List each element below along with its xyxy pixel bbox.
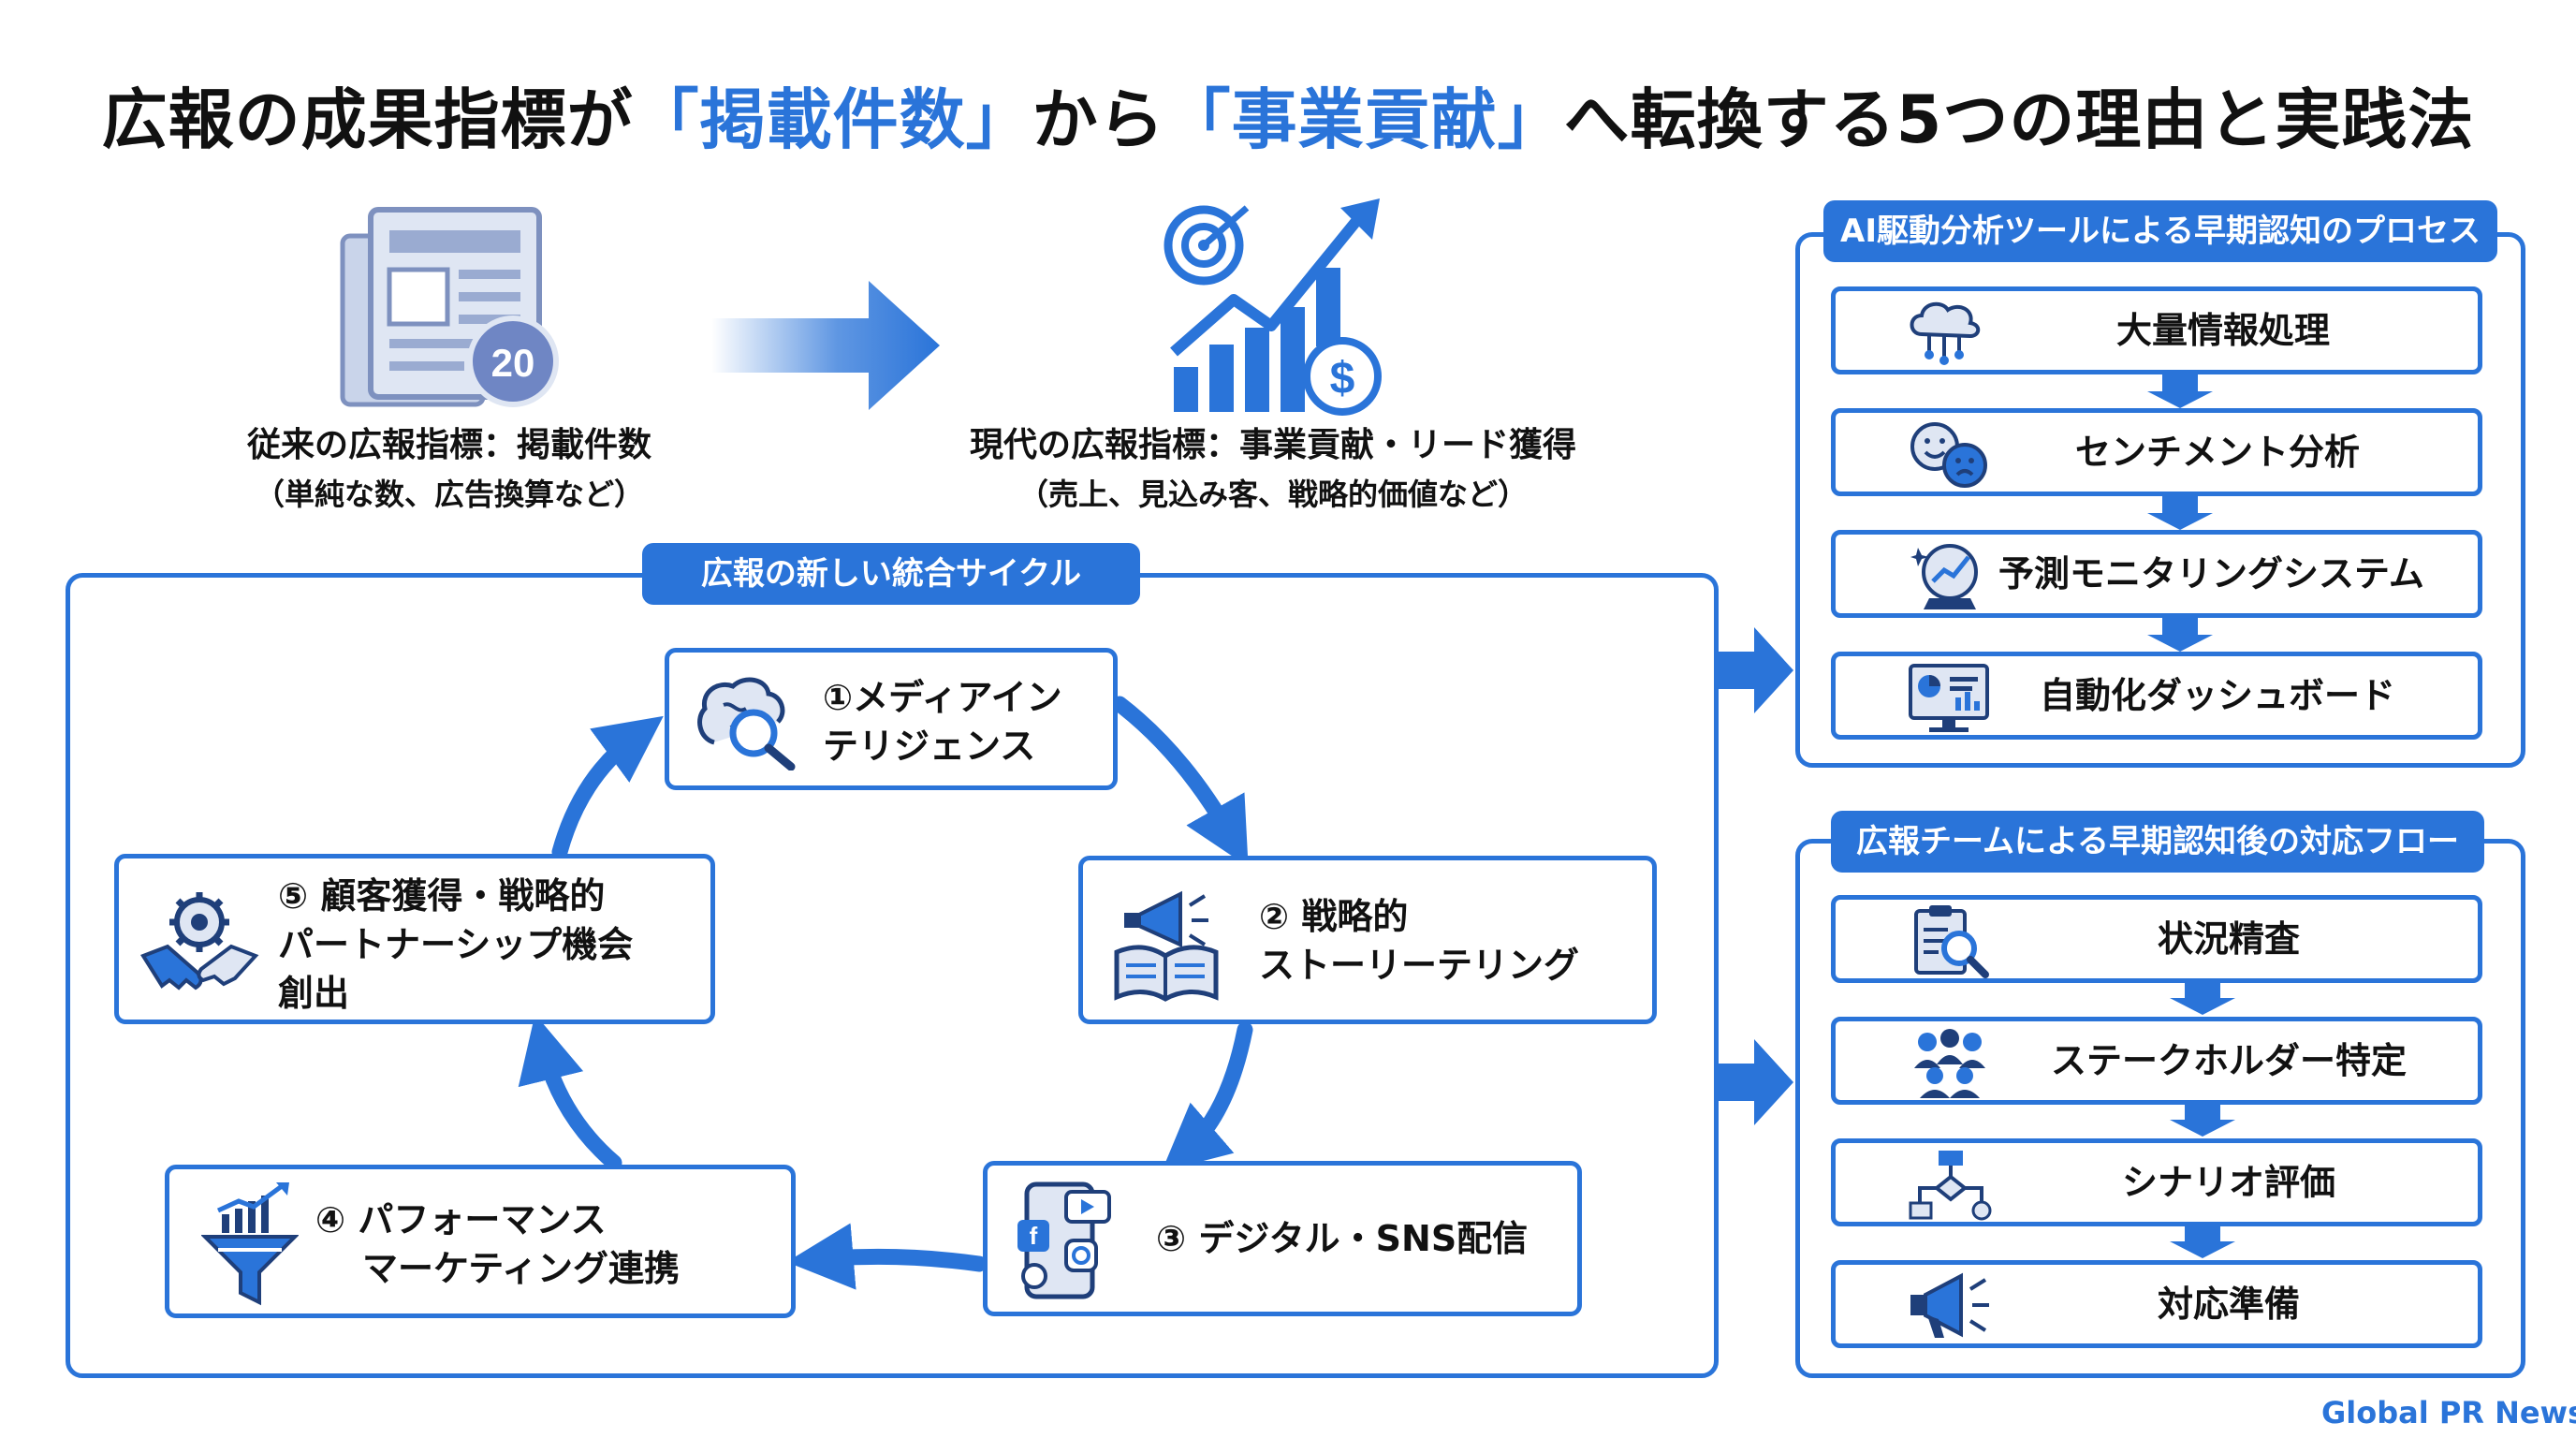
cycle-step-1: ①メディアイン テリジェンス (665, 648, 1118, 790)
cycle-step-4-label: ④ パフォーマンス マーケティング連携 (315, 1196, 680, 1293)
response-flow-item-2-label: ステークホルダー特定 (2051, 1040, 2408, 1081)
ai-process-item-1: 大量情報処理 (1831, 286, 2482, 374)
cycle-step-2-label: ② 戦略的 ストーリーテリング (1259, 892, 1579, 990)
cycle-step-4: ④ パフォーマンス マーケティング連携 (165, 1165, 796, 1318)
newspaper-badge-count: 20 (491, 341, 535, 385)
cycle-step-5-line-2: パートナーシップ機会 (278, 924, 634, 965)
ai-process-item-1-label: 大量情報処理 (2116, 310, 2331, 351)
ai-process-label: AI駆動分析ツールによる早期認知のプロセス (1823, 200, 2497, 262)
cycle-step-2: ② 戦略的 ストーリーテリング (1078, 856, 1657, 1024)
cycle-step-3: f ③ デジタル・SNS配信 (983, 1161, 1582, 1316)
response-flow-item-1: 状況精査 (1831, 895, 2482, 983)
ai-process-item-4-label: 自動化ダッシュボード (2040, 675, 2396, 716)
monitor-dashboard-icon (1909, 664, 1989, 732)
connector-arrow-ai-process (1717, 627, 1793, 713)
ai-process-item-2: センチメント分析 (1831, 408, 2482, 496)
title-part-1: 広報の成果指標が (101, 81, 634, 158)
traditional-metric-caption: 従来の広報指標：掲載件数 （単純な数、広告換算など） (168, 421, 730, 519)
handshake-gear-icon (140, 892, 259, 990)
connector-arrow-response-flow (1717, 1039, 1793, 1125)
cycle-step-5-line-3: 創出 (278, 973, 350, 1014)
cycle-step-1-line-1: ①メディアイン (823, 677, 1062, 718)
growth-chart-target-dollar-icon: $ (1164, 198, 1382, 416)
footer-brand: Global PR News (2321, 1395, 2576, 1431)
clipboard-magnifier-icon (1914, 905, 1989, 978)
funnel-chart-icon (201, 1182, 299, 1306)
cloud-network-icon (1910, 301, 1981, 365)
newspaper-icon: 20 (340, 207, 559, 407)
page-title: 広報の成果指標が「掲載件数」から「事業貢献」へ転換する5つの理由と実践法 (0, 67, 2576, 162)
ai-process-item-4: 自動化ダッシュボード (1831, 652, 2482, 740)
cycle-step-5-label: ⑤ 顧客獲得・戦略的 パートナーシップ機会 創出 (278, 872, 633, 1018)
megaphone-icon (1910, 1272, 1989, 1338)
title-highlight-1: 「掲載件数」 (633, 81, 1032, 158)
title-part-2: から (1032, 81, 1165, 158)
traditional-metric-title: 従来の広報指標：掲載件数 (246, 426, 651, 464)
ai-process-item-3: 予測モニタリングシステム (1831, 530, 2482, 618)
emoji-faces-icon (1910, 422, 1987, 488)
smartphone-social-icon: f (1017, 1181, 1111, 1299)
cycle-step-1-line-2: テリジェンス (823, 726, 1036, 767)
cycle-step-5-line-1: ⑤ 顧客獲得・戦略的 (278, 875, 606, 917)
cycle-step-1-label: ①メディアイン テリジェンス (823, 673, 1062, 770)
cycle-step-2-line-1: ② 戦略的 (1259, 896, 1409, 937)
cycle-step-2-line-2: ストーリーテリング (1259, 945, 1580, 986)
cycle-step-4-line-2: マーケティング連携 (362, 1248, 680, 1289)
transition-arrow (711, 281, 940, 410)
title-part-3: へ転換する5つの理由と実践法 (1563, 81, 2475, 158)
response-flow-item-2: ステークホルダー特定 (1831, 1017, 2482, 1105)
megaphone-book-icon (1114, 890, 1219, 1002)
brain-magnifier-icon (697, 677, 796, 770)
ai-process-item-3-label: 予測モニタリングシステム (1998, 553, 2424, 594)
svg-text:$: $ (1330, 354, 1355, 404)
modern-metric-title: 現代の広報指標：事業貢献・リード獲得 (969, 426, 1576, 464)
svg-text:f: f (1030, 1222, 1038, 1250)
traditional-metric-detail: （単純な数、広告換算など） (254, 477, 644, 512)
ai-process-item-2-label: センチメント分析 (2075, 432, 2361, 473)
title-highlight-2: 「事業貢献」 (1164, 81, 1564, 158)
cycle-step-4-line-1: ④ パフォーマンス (315, 1199, 607, 1240)
response-flow-label: 広報チームによる早期認知後の対応フロー (1831, 811, 2484, 873)
cycle-step-3-label: ③ デジタル・SNS配信 (1156, 1218, 1529, 1259)
response-flow-item-1-label: 状況精査 (2158, 918, 2301, 960)
crystal-ball-chart-icon (1910, 544, 1978, 609)
people-group-icon (1914, 1029, 1985, 1098)
flowchart-icon (1909, 1151, 1992, 1221)
response-flow-item-3-label: シナリオ評価 (2122, 1162, 2336, 1203)
modern-metric-caption: 現代の広報指標：事業貢献・リード獲得 （売上、見込み客、戦略的価値など） (917, 421, 1629, 519)
cycle-step-5: ⑤ 顧客獲得・戦略的 パートナーシップ機会 創出 (114, 854, 715, 1024)
modern-metric-detail: （売上、見込み客、戦略的価値など） (1017, 477, 1528, 512)
response-flow-item-3: シナリオ評価 (1831, 1138, 2482, 1226)
response-flow-item-4-label: 対応準備 (2158, 1284, 2301, 1325)
response-flow-item-4: 対応準備 (1831, 1260, 2482, 1348)
integrated-cycle-label: 広報の新しい統合サイクル (642, 543, 1140, 605)
